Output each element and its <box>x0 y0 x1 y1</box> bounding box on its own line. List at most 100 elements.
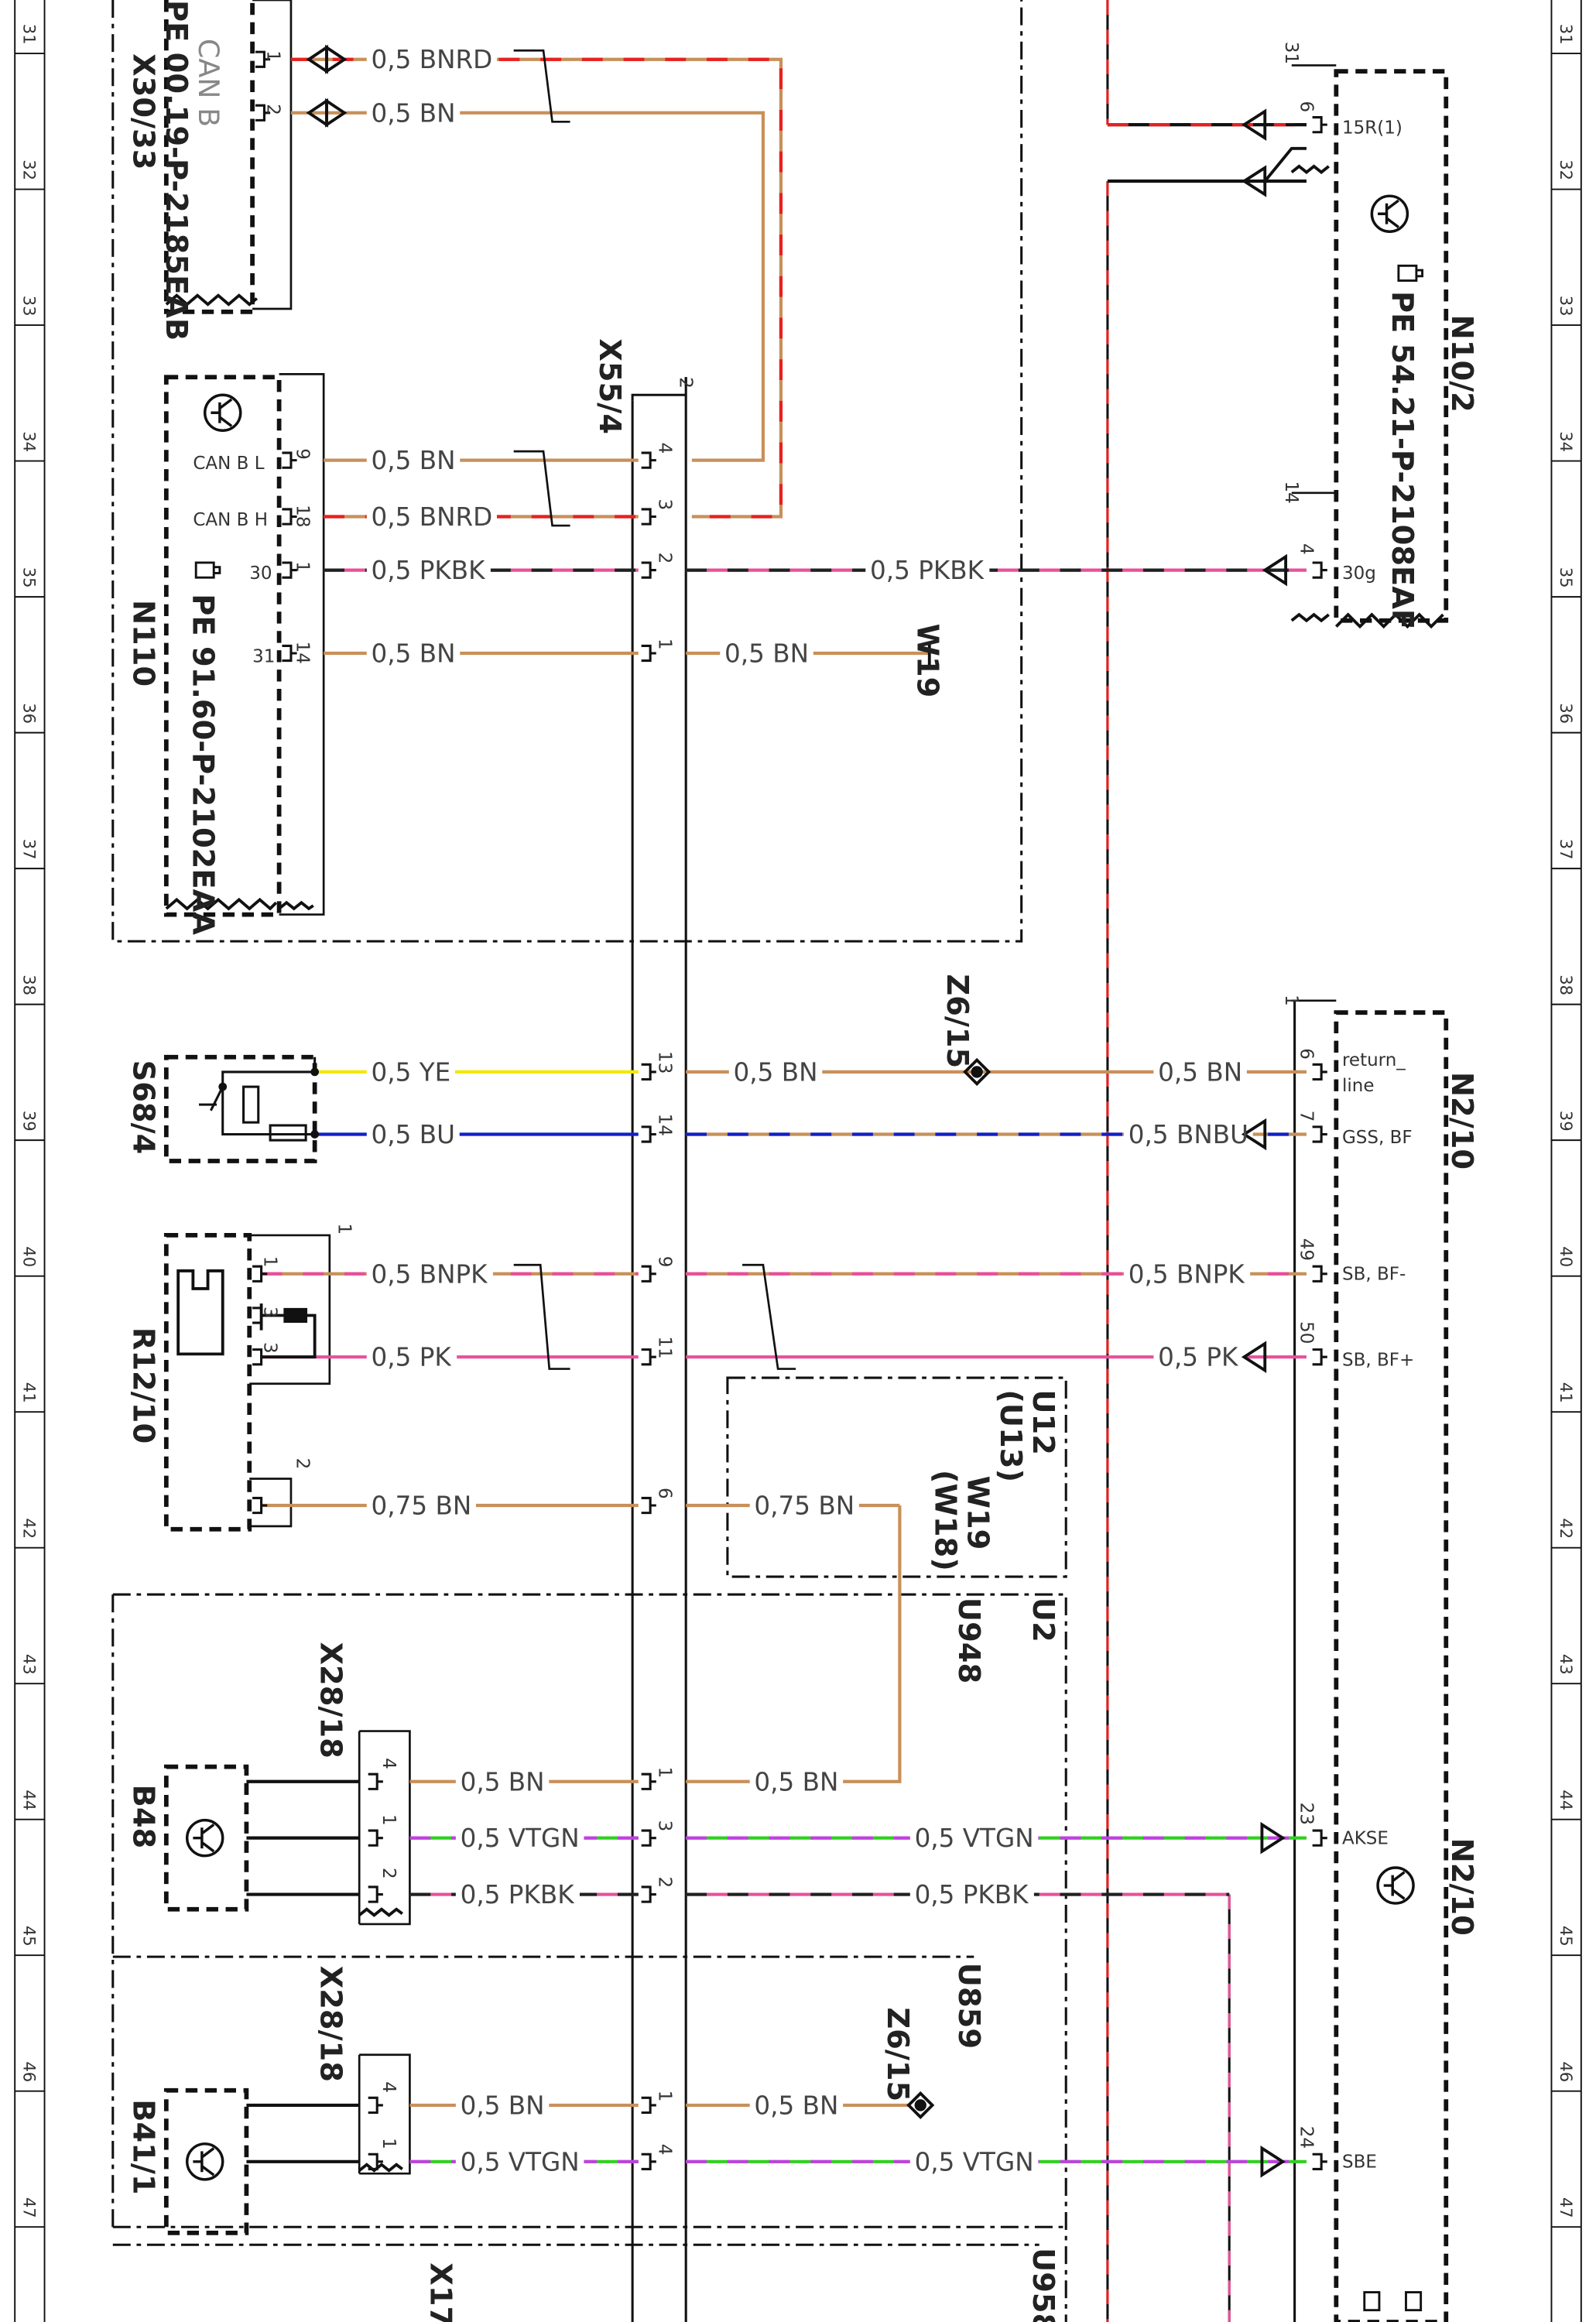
component-id: Z6/15 <box>880 2007 915 2101</box>
wire-label-mask <box>909 1822 1039 1855</box>
pin-number: 1 <box>378 1814 399 1826</box>
connector-pin <box>641 1496 656 1515</box>
grid-number: 47 <box>20 2197 39 2218</box>
component-id: U948 <box>951 1598 986 1683</box>
pin-label: line <box>1342 1076 1375 1096</box>
connector-pin <box>641 508 656 526</box>
connector-pin <box>255 104 271 122</box>
grid-border <box>14 0 1582 2322</box>
pin-number: 11 <box>655 1336 675 1358</box>
pin-number: 2 <box>676 377 696 389</box>
grid-number: 40 <box>20 1246 39 1267</box>
connector-pin <box>641 1125 656 1143</box>
component-id: R12/10 <box>126 1327 161 1444</box>
grid-number: 31 <box>20 24 39 45</box>
wire-label-mask <box>1124 1118 1253 1151</box>
wire-label-mask <box>366 1118 460 1151</box>
wire-label-mask <box>749 1489 859 1522</box>
pin-number: 1 <box>655 639 675 650</box>
grid-number: 35 <box>20 567 39 588</box>
pin-number: 14 <box>293 642 313 664</box>
component-id: B48 <box>126 1785 161 1849</box>
grid-number: 44 <box>20 1789 39 1810</box>
pin-number: 3 <box>259 1307 279 1318</box>
wire-label: 0,5 PK <box>372 1343 453 1372</box>
wire-label: 0,5 PKBK <box>461 1880 576 1909</box>
grid-number: 33 <box>20 296 39 317</box>
wire-label: 0,5 BU <box>372 1120 455 1149</box>
finger-pointer-icons <box>194 264 1424 2312</box>
wire-label-mask <box>366 637 461 670</box>
component-frames <box>163 0 1449 2322</box>
transistor-icons <box>185 194 1415 2181</box>
pin-number: 1 <box>1281 995 1301 1006</box>
grid-number: 32 <box>1557 159 1576 180</box>
wire-label: 0,5 BN <box>461 2091 545 2120</box>
connector-pin <box>255 50 271 68</box>
wire-label-mask <box>1153 1341 1244 1374</box>
component-id: X17 <box>423 2262 457 2322</box>
grid-number: 47 <box>1557 2197 1576 2218</box>
grid-number: 43 <box>1557 1654 1576 1675</box>
wire-label-mask <box>366 1056 455 1089</box>
connector-pin <box>1312 2152 1327 2170</box>
grid-number: 36 <box>1557 703 1576 724</box>
wire-label-mask <box>366 1341 457 1374</box>
component-code: PE 54.21-P-2108EAF <box>1385 291 1420 629</box>
connector-pin <box>641 644 656 663</box>
grid-number: 38 <box>1557 974 1576 995</box>
connector-pin <box>641 561 656 579</box>
wire-label-mask <box>366 1258 493 1291</box>
connector-pin <box>368 1885 383 1903</box>
wire-label: 0,5 BN <box>461 1767 545 1796</box>
transistor-icon <box>203 393 242 433</box>
pin-label: SB, BF+ <box>1342 1351 1414 1371</box>
pin-numbers: 1 2 9 18 1 14 4 3 2 1 13 14 9 11 6 1 3 2… <box>259 42 1316 2156</box>
pin-number: 3 <box>655 499 675 511</box>
wire-label-mask <box>366 97 461 130</box>
wire-label: 0,5 PKBK <box>870 556 985 585</box>
wire-label: 0,5 BN <box>1158 1057 1242 1087</box>
pin-label: 15R(1) <box>1342 118 1402 139</box>
pin-number: 4 <box>1296 543 1316 555</box>
wire-label-mask <box>366 1489 476 1522</box>
connector-pin <box>641 2096 656 2115</box>
connector-pin <box>641 1348 656 1366</box>
pin-number: 2 <box>262 104 283 115</box>
pin-label: AKSE <box>1342 1828 1389 1848</box>
connector-pin <box>282 508 297 526</box>
pin-number: 7 <box>1296 1111 1316 1122</box>
wire-label-mask <box>1153 1056 1247 1089</box>
component-id: U2 <box>1026 1598 1060 1642</box>
connector-pin <box>1312 1265 1327 1283</box>
pin-number: 18 <box>293 505 313 527</box>
wire-label: 0,5 BNRD <box>372 502 493 532</box>
grid-ticks <box>15 53 1581 2228</box>
component-id: X28/18 <box>313 1966 348 2082</box>
pin-label: CAN B H <box>193 510 268 530</box>
connector-pin <box>1312 1829 1327 1847</box>
wire-label: 0,5 BN <box>372 98 456 128</box>
pin-number: 31 <box>1281 42 1301 64</box>
vertical-bus-lines <box>631 0 1296 2322</box>
wire-label-mask <box>865 554 990 587</box>
twisted-pair-markers <box>513 49 796 1370</box>
grid-number: 38 <box>20 974 39 995</box>
wire-label: 0,5 PK <box>1158 1343 1239 1372</box>
wire-labels: 0,5 BNRD 0,5 BN 0,5 BN 0,5 BNRD 0,5 PKBK… <box>372 45 1248 2176</box>
pin-number: 2 <box>378 1868 399 1879</box>
pin-number: 1 <box>655 1767 675 1779</box>
component-id: N2/10 <box>1444 1838 1479 1936</box>
connector-brackets <box>249 0 1337 2175</box>
component-code: PE 91.60-P-2102EAA <box>185 594 220 935</box>
grid-number: 31 <box>1557 24 1576 45</box>
pin-label: 30g <box>1342 563 1376 584</box>
pin-number: 2 <box>655 553 675 564</box>
connector-pin <box>368 1829 383 1847</box>
wire-label: 0,5 VTGN <box>461 1824 580 1853</box>
component-id: U12 <box>1026 1389 1060 1455</box>
connector-pin <box>1312 116 1327 134</box>
wire-label-mask <box>366 554 491 587</box>
component-code: PE 00.19-P-2185EAB <box>159 0 194 341</box>
pin-number: 9 <box>293 448 313 460</box>
